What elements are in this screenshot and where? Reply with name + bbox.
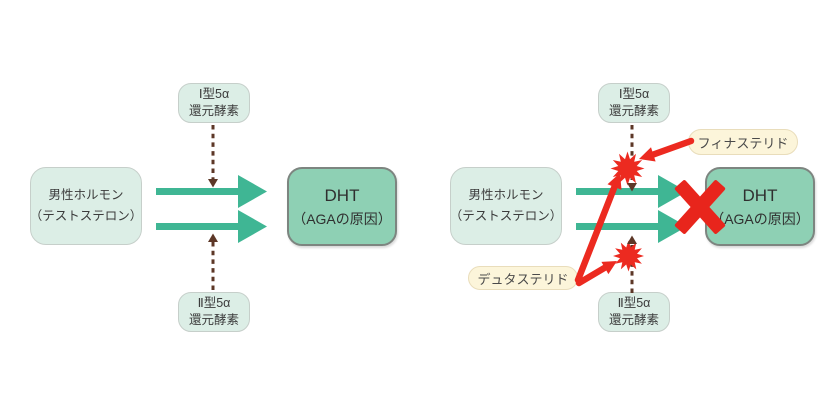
dht-line2: （AGAの原因） — [292, 210, 392, 227]
dutasteride-arrow-to-type1 — [574, 173, 622, 284]
finasteride-arrow — [639, 137, 695, 162]
testosterone-line1: 男性ホルモン — [48, 188, 124, 202]
dutasteride-label: デュタステリド — [477, 271, 569, 287]
finasteride-pill: フィナステリド — [688, 129, 798, 155]
dht-line1: DHT — [324, 185, 360, 205]
testosterone-box-right: 男性ホルモン （テストステロン） — [450, 167, 562, 245]
dht-box-right: DHT （AGAの原因） — [705, 167, 815, 246]
finasteride-label: フィナステリド — [697, 135, 789, 151]
testosterone-line1: 男性ホルモン — [468, 188, 544, 202]
enzyme1-arrowhead-right — [627, 183, 637, 192]
conversion-arrow-top-left — [156, 175, 267, 208]
inhibition-burst-top-icon — [610, 151, 645, 186]
type1-enzyme-line1: Ⅰ型5α — [198, 87, 230, 101]
enzyme1-arrowhead-left — [208, 179, 218, 188]
type1-enzyme-line2: 還元酵素 — [188, 104, 239, 118]
dutasteride-pill: デュタステリド — [468, 266, 578, 290]
type2-enzyme-line1: Ⅱ型5α — [197, 296, 231, 310]
conversion-arrow-bottom-right — [576, 210, 687, 243]
type1-enzyme-label-left: Ⅰ型5α 還元酵素 — [178, 83, 250, 123]
type1-enzyme-line1: Ⅰ型5α — [618, 87, 650, 101]
type2-enzyme-line2: 還元酵素 — [188, 313, 239, 327]
type2-enzyme-line1: Ⅱ型5α — [617, 296, 651, 310]
testosterone-line2: （テストステロン） — [29, 209, 143, 223]
dht-line2: （AGAの原因） — [710, 210, 810, 227]
inhibition-burst-bottom-icon — [613, 240, 644, 272]
type2-enzyme-line2: 還元酵素 — [608, 313, 659, 327]
dht-box-left: DHT （AGAの原因） — [287, 167, 397, 246]
conversion-arrow-top-right — [576, 175, 687, 208]
type1-enzyme-label-right: Ⅰ型5α 還元酵素 — [598, 83, 670, 123]
dht-line1: DHT — [742, 185, 778, 205]
dutasteride-arrow-to-type2 — [575, 261, 617, 287]
conversion-arrow-bottom-left — [156, 210, 267, 243]
testosterone-line2: （テストステロン） — [449, 209, 563, 223]
testosterone-box-left: 男性ホルモン （テストステロン） — [30, 167, 142, 245]
enzyme2-arrowhead-left — [208, 233, 218, 242]
type2-enzyme-label-right: Ⅱ型5α 還元酵素 — [598, 292, 670, 332]
enzyme2-arrowhead-right — [627, 235, 637, 244]
type2-enzyme-label-left: Ⅱ型5α 還元酵素 — [178, 292, 250, 332]
type1-enzyme-line2: 還元酵素 — [608, 104, 659, 118]
